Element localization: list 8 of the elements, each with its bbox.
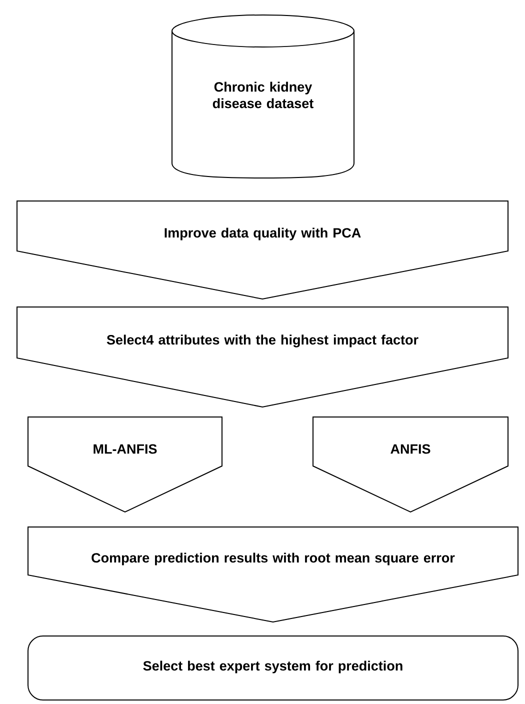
process-pentagon: Compare prediction results with root mean square error bbox=[28, 526, 518, 623]
process-pentagon: ML-ANFIS bbox=[28, 416, 222, 513]
node-label: Chronic kidney disease dataset bbox=[212, 82, 314, 108]
process-pentagon: ANFIS bbox=[312, 416, 508, 513]
process-pentagon: Improve data quality with PCA bbox=[16, 200, 508, 300]
database-cylinder: Chronic kidney disease dataset bbox=[172, 14, 354, 178]
process-pentagon: Select4 attributes with the highest impact factor bbox=[16, 306, 508, 408]
terminal-box: Select best expert system for prediction bbox=[28, 636, 518, 700]
